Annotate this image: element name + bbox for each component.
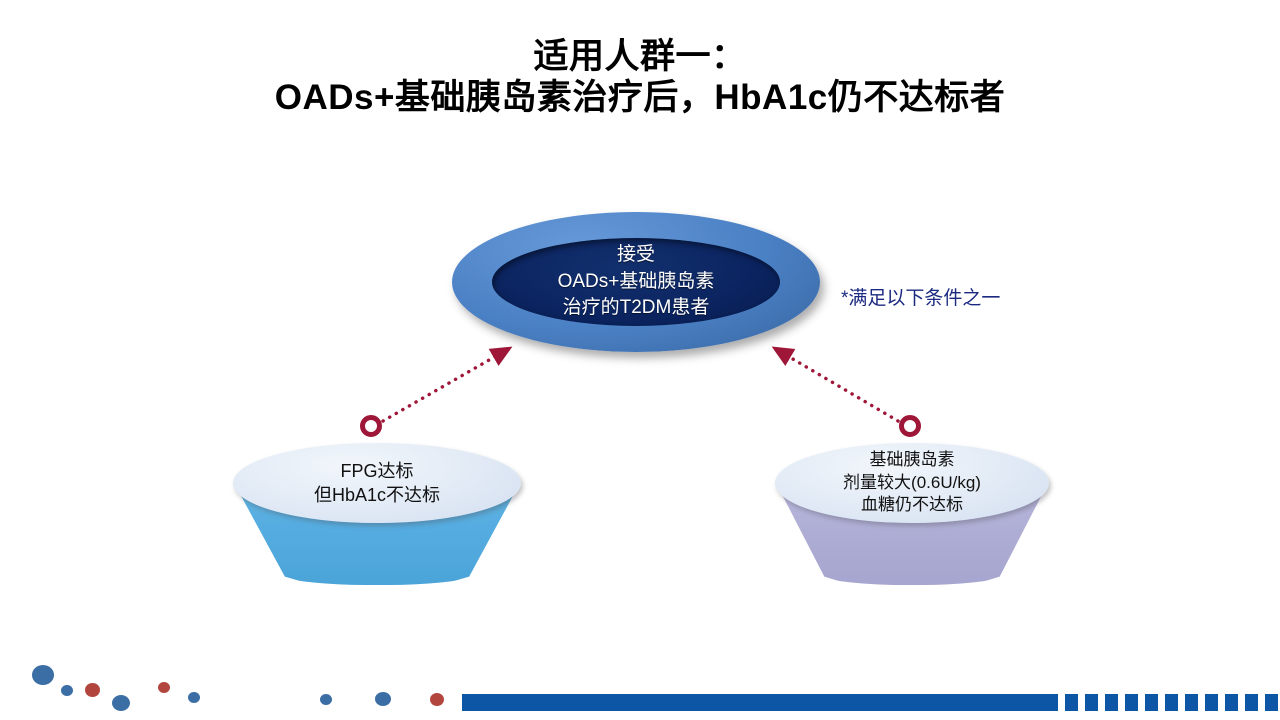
- central-text-line-1: 接受: [616, 243, 655, 265]
- deco-dot-4: [112, 695, 130, 711]
- footer-dash: [1265, 694, 1278, 711]
- bowl-right-line-1: 基础胰岛素: [869, 449, 955, 469]
- footer-dash: [1245, 694, 1258, 711]
- footer-dash: [1105, 694, 1118, 711]
- central-text-line-3: 治疗的T2DM患者: [562, 297, 710, 319]
- central-ellipse-text: 接受 OADs+基础胰岛素 治疗的T2DM患者: [452, 212, 820, 352]
- bowl-left-line-2: 但HbA1c不达标: [313, 485, 441, 505]
- deco-dot-7: [320, 694, 332, 705]
- deco-dot-2: [61, 685, 73, 696]
- bowl-right-line-2: 剂量较大(0.6U/kg): [843, 472, 981, 492]
- footer-dash: [1205, 694, 1218, 711]
- deco-dot-1: [32, 665, 54, 685]
- deco-dot-3: [85, 683, 100, 697]
- footer-dash: [1145, 694, 1158, 711]
- central-population-ellipse: 接受 OADs+基础胰岛素 治疗的T2DM患者: [452, 212, 820, 352]
- footer-dash: [1065, 694, 1078, 711]
- footer-dash: [1225, 694, 1238, 711]
- footer-dash: [1125, 694, 1138, 711]
- condition-bowl-left: FPG达标 但HbA1c不达标: [233, 443, 521, 588]
- bowl-left-top: [233, 443, 521, 523]
- bowl-left-text: FPG达标 但HbA1c不达标: [233, 443, 521, 523]
- footer-bar: [462, 694, 1058, 711]
- deco-dot-9: [430, 693, 444, 706]
- side-note-condition-hint: *满足以下条件之一: [841, 288, 1001, 309]
- central-text-line-2: OADs+基础胰岛素: [557, 270, 715, 292]
- title-line-1: 适用人群一：: [533, 37, 747, 76]
- deco-dot-6: [188, 692, 200, 703]
- bowl-left-line-1: FPG达标: [340, 460, 414, 481]
- bowl-right-line-3: 血糖仍不达标: [861, 495, 963, 515]
- footer-dash: [1185, 694, 1198, 711]
- deco-dot-5: [158, 682, 170, 693]
- connector-left: [360, 346, 513, 437]
- connector-right: [771, 346, 921, 437]
- footer-dash: [1085, 694, 1098, 711]
- deco-dot-8: [375, 692, 391, 706]
- bowl-right-top: [775, 443, 1049, 523]
- ellipse-inner-fill: [492, 238, 780, 326]
- footer-dash: [1165, 694, 1178, 711]
- title-line-2: OADs+基础胰岛素治疗后，HbA1c仍不达标者: [274, 78, 1006, 118]
- page-title: 适用人群一： OADs+基础胰岛素治疗后，HbA1c仍不达标者: [0, 36, 1280, 119]
- condition-bowl-right: 基础胰岛素 剂量较大(0.6U/kg) 血糖仍不达标: [775, 443, 1049, 588]
- bowl-right-text: 基础胰岛素 剂量较大(0.6U/kg) 血糖仍不达标: [775, 443, 1049, 523]
